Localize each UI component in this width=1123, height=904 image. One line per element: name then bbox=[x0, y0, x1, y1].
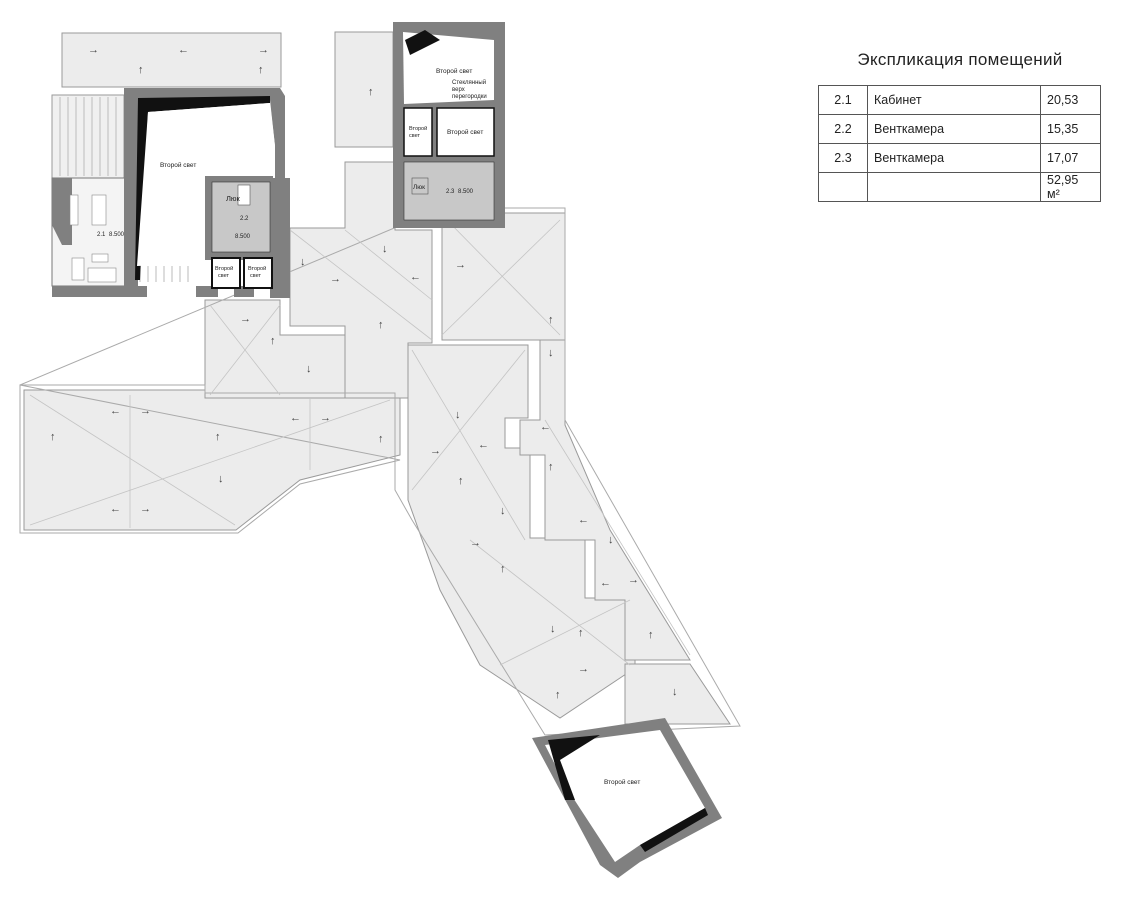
svg-text:→: → bbox=[455, 259, 466, 271]
room-number: 2.2 bbox=[818, 114, 868, 144]
svg-text:→: → bbox=[240, 313, 251, 325]
svg-text:↓: ↓ bbox=[300, 256, 306, 268]
total-area: 52,95 м² bbox=[1040, 172, 1101, 202]
svg-text:←: ← bbox=[478, 439, 489, 451]
svg-text:→: → bbox=[320, 412, 331, 424]
total-empty-cell bbox=[818, 172, 868, 202]
table-total-row: 52,95 м² bbox=[818, 172, 1101, 202]
svg-text:↑: ↑ bbox=[215, 431, 221, 443]
explication-title: Экспликация помещений bbox=[857, 50, 1063, 69]
svg-text:↑: ↑ bbox=[500, 563, 506, 575]
svg-text:↑: ↑ bbox=[258, 64, 264, 76]
svg-text:→: → bbox=[628, 574, 639, 586]
table-row: 2.3 Венткамера 17,07 bbox=[818, 143, 1101, 173]
svg-text:↓: ↓ bbox=[455, 409, 461, 421]
roof-diagonal-right bbox=[519, 339, 691, 661]
svg-text:→: → bbox=[330, 273, 341, 285]
label-second-light-c2: свет bbox=[250, 273, 261, 279]
label-second-light-g: Второй свет bbox=[604, 778, 640, 786]
label-second-light-f: Второй свет bbox=[447, 128, 483, 136]
svg-text:↑: ↑ bbox=[50, 431, 56, 443]
svg-text:↓: ↓ bbox=[382, 243, 388, 255]
svg-text:←: ← bbox=[290, 412, 301, 424]
svg-text:↓: ↓ bbox=[672, 686, 678, 698]
svg-text:↓: ↓ bbox=[548, 347, 554, 359]
svg-text:↓: ↓ bbox=[500, 505, 506, 517]
roof-ridges bbox=[29, 214, 691, 666]
svg-text:←: ← bbox=[110, 503, 121, 515]
roof-top-strip bbox=[61, 32, 282, 88]
svg-text:←: ← bbox=[600, 577, 611, 589]
room-name: Кабинет bbox=[867, 85, 1041, 115]
stair-landing bbox=[51, 94, 125, 179]
label-glass-top-3: перегородки bbox=[452, 94, 487, 100]
label-second-light-a: Второй свет bbox=[160, 161, 196, 169]
svg-text:↓: ↓ bbox=[218, 473, 224, 485]
svg-text:↑: ↑ bbox=[548, 314, 554, 326]
svg-text:↓: ↓ bbox=[306, 363, 312, 375]
svg-text:↑: ↑ bbox=[548, 461, 554, 473]
svg-text:↑: ↑ bbox=[458, 475, 464, 487]
table-row: 2.2 Венткамера 15,35 bbox=[818, 114, 1101, 144]
svg-text:←: ← bbox=[110, 405, 121, 417]
label-second-light-c1: Второй bbox=[248, 265, 266, 272]
svg-text:↑: ↑ bbox=[648, 629, 654, 641]
svg-text:→: → bbox=[88, 44, 99, 56]
svg-text:↑: ↑ bbox=[378, 433, 384, 445]
roof-tower-side bbox=[334, 31, 394, 148]
svg-text:→: → bbox=[430, 445, 441, 457]
label-level-23: 8.500 bbox=[458, 189, 474, 195]
explication-table: 2.1 Кабинет 20,53 2.2 Венткамера 15,35 2… bbox=[818, 85, 1101, 202]
label-second-light-b2: свет bbox=[218, 273, 229, 279]
label-hatch-22: Люк bbox=[226, 194, 241, 203]
total-empty-cell bbox=[867, 172, 1041, 202]
svg-text:↓: ↓ bbox=[608, 534, 614, 546]
label-glass-top-1: Стеклянный bbox=[452, 79, 486, 86]
building-c bbox=[532, 718, 722, 878]
label-second-light-e2: свет bbox=[409, 133, 420, 139]
roof-large-left bbox=[23, 389, 401, 531]
svg-text:→: → bbox=[140, 405, 151, 417]
label-hatch-23: Люк bbox=[413, 184, 425, 191]
svg-text:↑: ↑ bbox=[270, 335, 276, 347]
svg-text:↑: ↑ bbox=[378, 319, 384, 331]
room-number: 2.3 bbox=[818, 143, 868, 173]
svg-text:→: → bbox=[578, 663, 589, 675]
label-level-22: 8.500 bbox=[235, 234, 251, 240]
room-number: 2.1 bbox=[818, 85, 868, 115]
label-room-21: 2.1 bbox=[97, 232, 106, 238]
roof-bottom-right bbox=[624, 663, 731, 725]
room-area: 15,35 bbox=[1040, 114, 1101, 144]
label-glass-top-2: верх bbox=[452, 87, 465, 93]
svg-text:←: ← bbox=[178, 44, 189, 56]
parapet-outline bbox=[19, 207, 741, 736]
svg-text:↑: ↑ bbox=[138, 64, 144, 76]
svg-text:→: → bbox=[258, 44, 269, 56]
label-level-21: 8.500 bbox=[109, 232, 125, 238]
svg-text:↑: ↑ bbox=[578, 627, 584, 639]
label-second-light-d: Второй свет bbox=[436, 67, 472, 75]
svg-text:→: → bbox=[470, 537, 481, 549]
svg-text:↑: ↑ bbox=[555, 689, 561, 701]
svg-text:←: ← bbox=[410, 271, 421, 283]
label-second-light-b1: Второй bbox=[215, 265, 233, 272]
roof-center bbox=[289, 161, 433, 399]
svg-text:→: → bbox=[140, 503, 151, 515]
label-room-23: 2.3 bbox=[446, 189, 455, 195]
svg-text:←: ← bbox=[578, 514, 589, 526]
table-row: 2.1 Кабинет 20,53 bbox=[818, 85, 1101, 115]
building-b bbox=[393, 22, 505, 228]
label-room-22: 2.2 bbox=[240, 216, 249, 222]
svg-text:←: ← bbox=[540, 421, 551, 433]
room-area: 20,53 bbox=[1040, 85, 1101, 115]
drain-arrows: → ← ↑ → ↑ ↑ ← → ↑ ↑ ← → ↑ ↓ ← → ↓ ↓ → ← ↑ ↓ → ↑ → ↑ ↓… bbox=[50, 44, 678, 701]
room-name: Венткамера bbox=[867, 114, 1041, 144]
svg-text:↓: ↓ bbox=[550, 623, 556, 635]
label-second-light-e1: Второй bbox=[409, 125, 427, 132]
building-a bbox=[51, 88, 290, 298]
room-name: Венткамера bbox=[867, 143, 1041, 173]
room-area: 17,07 bbox=[1040, 143, 1101, 173]
svg-text:↑: ↑ bbox=[368, 86, 374, 98]
